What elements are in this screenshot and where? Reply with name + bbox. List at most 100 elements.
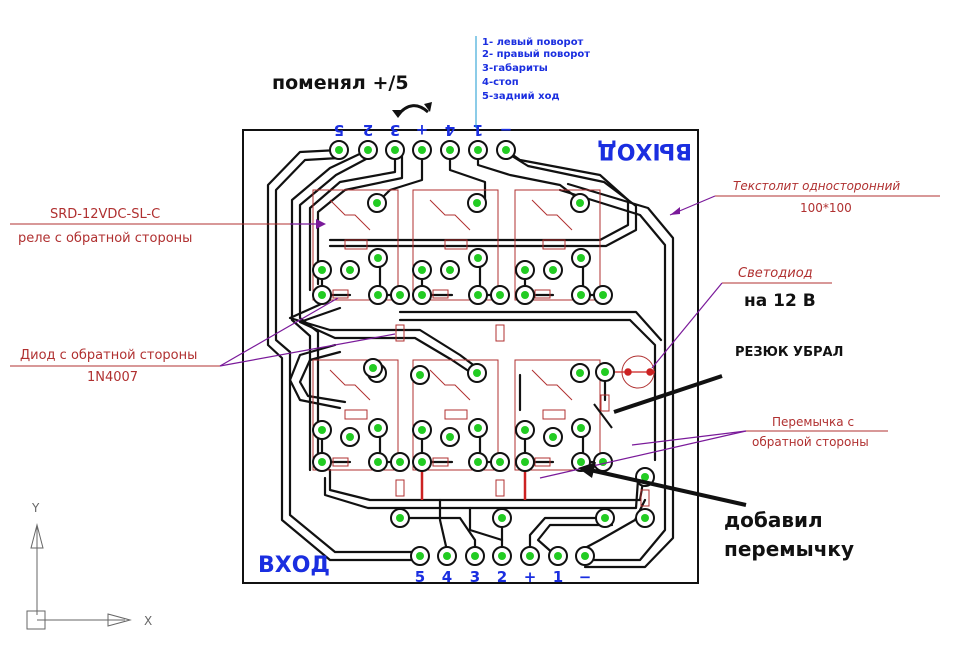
bottom-pin-label-1: 5 [415,568,425,586]
added-jumper-arrow [589,468,747,507]
legend-item-4: 4-стоп [482,77,519,88]
textolite-label-1: Текстолит односторонний [733,179,900,193]
y-axis-label: Y [31,501,40,515]
pad-center [346,266,354,274]
pads [312,140,655,566]
bottom-pin-label-6: 1 [553,568,563,586]
pad-center [473,369,481,377]
relay-label-1: SRD-12VDC-SL-C [50,207,160,222]
led-label: Светодиод [738,266,813,281]
diode-label-2: 1N4007 [87,370,138,385]
top-pin-label-4: + [416,121,429,139]
legend-item-2: 2- правый поворот [482,49,590,60]
pad-center [471,552,479,560]
legend-item-5: 5-задний ход [482,91,560,102]
swapped-note: поменял +/5 [272,72,409,94]
pad-center [599,291,607,299]
output-label: ВЫХОД [597,138,692,163]
pad-center [521,291,529,299]
pad-center [369,364,377,372]
diode-label-1: Диод с обратной стороны [20,348,197,363]
pad-center [496,458,504,466]
pad-center [391,146,399,154]
pad-center [498,514,506,522]
jumper-label-2: обратной стороны [752,435,869,449]
pad-center [474,458,482,466]
input-label: ВХОД [258,553,330,578]
pad-center [496,291,504,299]
pad-center [416,552,424,560]
bottom-pin-label-5: + [524,568,537,586]
pad-center [374,424,382,432]
top-pin-label-1: 5 [334,121,344,139]
pad-center [373,199,381,207]
legend-item-1: 1- левый поворот [482,37,584,48]
pad-center [396,458,404,466]
added-jumper-line2: перемычку [724,537,854,561]
pad-center [318,426,326,434]
pad-center [576,199,584,207]
pad-center [549,266,557,274]
pad-center [521,266,529,274]
pad-center [577,291,585,299]
ucs-axis-icon [26,523,132,630]
pin-legend: 1- левый поворот 2- правый поворот 3-габ… [482,37,590,102]
pad-center [416,371,424,379]
pad-center [498,552,506,560]
pad-center [641,514,649,522]
pad-center [374,458,382,466]
pad-center [577,458,585,466]
pad-center [581,552,589,560]
pad-center [396,291,404,299]
pad-center [521,426,529,434]
pad-center [374,291,382,299]
pad-center [418,426,426,434]
relay-label-2: реле с обратной стороны [18,231,192,246]
jumper-label-1: Перемычка с [772,415,854,429]
pad-center [577,254,585,262]
pad-center [521,458,529,466]
pad-center [418,146,426,154]
pad-center [335,146,343,154]
top-pin-label-2: 2 [363,121,373,139]
pad-center [346,433,354,441]
pad-center [526,552,534,560]
pad-center [554,552,562,560]
pad-center [576,369,584,377]
bottom-pin-label-3: 3 [470,568,480,586]
pad-center [474,254,482,262]
pad-center [601,514,609,522]
top-pin-label-3: 3 [390,121,400,139]
pad-center [549,433,557,441]
pad-center [396,514,404,522]
pad-center [473,199,481,207]
pad-center [502,146,510,154]
pad-center [374,254,382,262]
pad-center [418,458,426,466]
board-outline [242,129,699,584]
pad-center [364,146,372,154]
top-pin-label-6: 1 [473,121,483,139]
pad-center [474,291,482,299]
x-axis-label: X [144,614,152,628]
pad-center [446,266,454,274]
led-voltage: на 12 В [744,291,816,311]
pad-center [418,266,426,274]
pad-center [318,291,326,299]
bottom-pin-label-4: 2 [497,568,507,586]
pad-center [641,473,649,481]
top-pin-label-7: − [500,121,513,139]
top-pin-label-5: 4 [445,121,455,139]
textolite-label-2: 100*100 [800,201,852,215]
cut-removed-label: РЕЗЮК УБРАЛ [735,345,843,360]
pad-center [443,552,451,560]
pad-center [474,146,482,154]
pad-center [601,368,609,376]
pad-center [418,291,426,299]
bottom-pin-label-7: − [579,568,592,586]
relay-outlines [312,189,655,507]
bottom-pin-label-2: 4 [442,568,452,586]
